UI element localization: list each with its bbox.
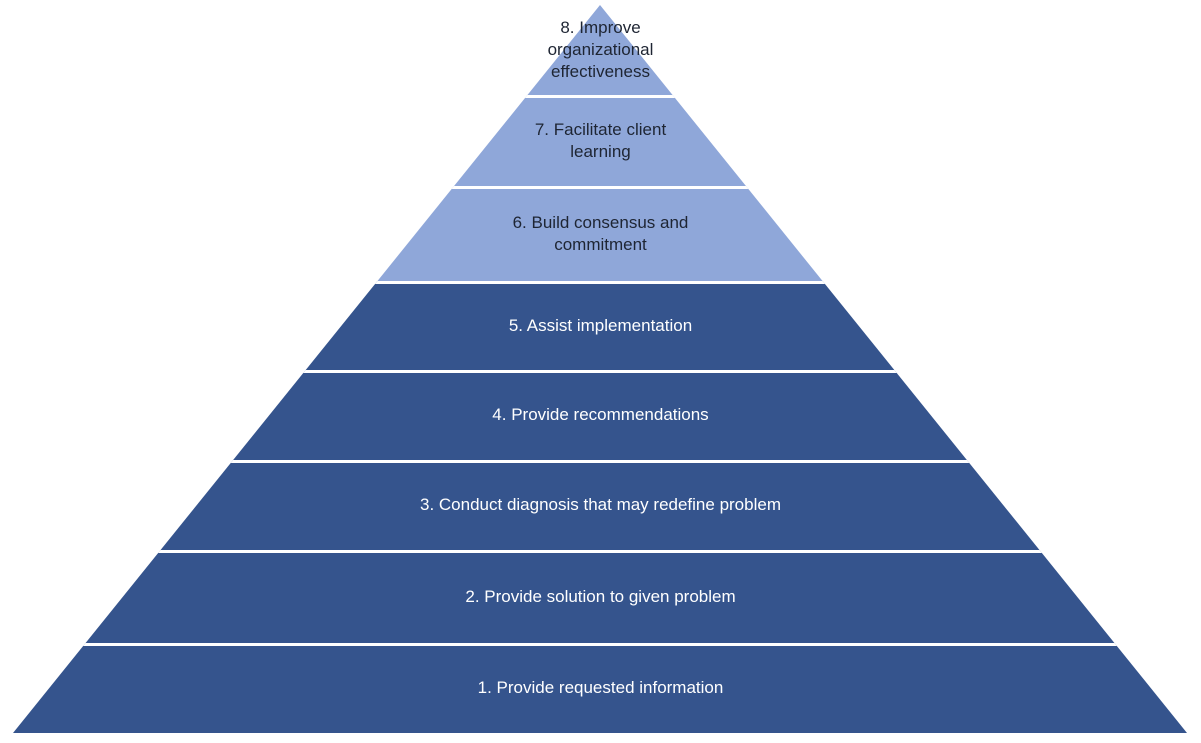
pyramid-level-2 (13, 550, 1187, 643)
pyramid-level-6 (13, 186, 1187, 281)
pyramid-level-5 (13, 281, 1187, 370)
pyramid-level-8 (13, 5, 1187, 95)
pyramid-level-3 (13, 460, 1187, 550)
pyramid-level-4 (13, 370, 1187, 460)
pyramid-level-1 (13, 643, 1187, 733)
pyramid-level-7 (13, 95, 1187, 186)
pyramid-shape (13, 5, 1187, 733)
